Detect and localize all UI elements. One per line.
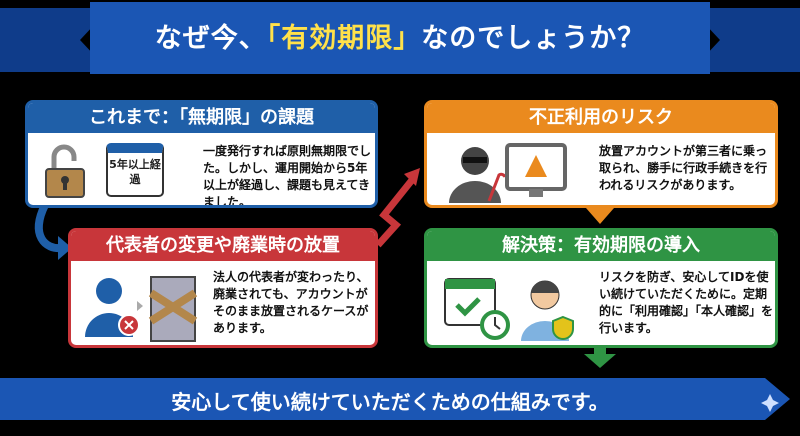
footer-message: 安心して使い続けていただくための仕組みです。 [171,390,609,414]
box-heading: 代表者の変更や廃業時の放置 [71,231,375,261]
title-banner [0,2,800,74]
box-solution: 解決策：有効期限の導入 リスクを防ぎ、安心してIDを使い続けていただくために。定… [424,228,778,348]
footer-banner [0,378,790,420]
box-text: リスクを防ぎ、安心してIDを使い続けていただくために。定期的に「利用確認」「本人… [599,270,774,335]
unlocked-padlock-icon [45,144,85,198]
box-heading: 不正利用のリスク [427,103,775,133]
box-text: 放置アカウントが第三者に乗っ取られ、勝手に行政手続きを行われるリスクがあります。 [599,144,768,192]
calendar-check-user-shield-icon [444,278,574,341]
box-risk: 不正利用のリスク 放置アカウントが第三者に乗っ取られ、勝手に行政手続きを行われる… [424,100,778,208]
calendar-icon: 5年以上経過 [106,143,164,197]
box-text: 一度発行すれば原則無期限でした。しかし、運用開始から5年以上が経過し、課題も見え… [203,144,372,208]
arrow-box1-to-box2 [34,203,63,253]
arrow-box4-to-footer [584,354,616,368]
box-heading: これまで：「無期限」の課題 [28,103,375,133]
box-text: 法人の代表者が変わったり、廃業されても、アカウントがそのまま放置されるケースがあ… [213,270,369,335]
thief-computer-warning-icon [449,143,567,203]
box-past-issue: これまで：「無期限」の課題 5年以上経過 一度発行すれば原則無期限でした。しかし… [25,100,378,208]
arrow-box3-to-box4 [586,208,614,224]
page-title: なぜ今、「有効期限」なのでしょうか？ [154,23,646,54]
person-building-closed-icon [85,276,198,342]
box-heading: 解決策：有効期限の導入 [427,231,775,261]
box-neglect: 代表者の変更や廃業時の放置 法人の代表者が変わったり、廃業されても、アカウントが… [68,228,378,348]
arrow-box2-to-box3 [375,177,415,248]
sparkle-icon [761,394,779,412]
